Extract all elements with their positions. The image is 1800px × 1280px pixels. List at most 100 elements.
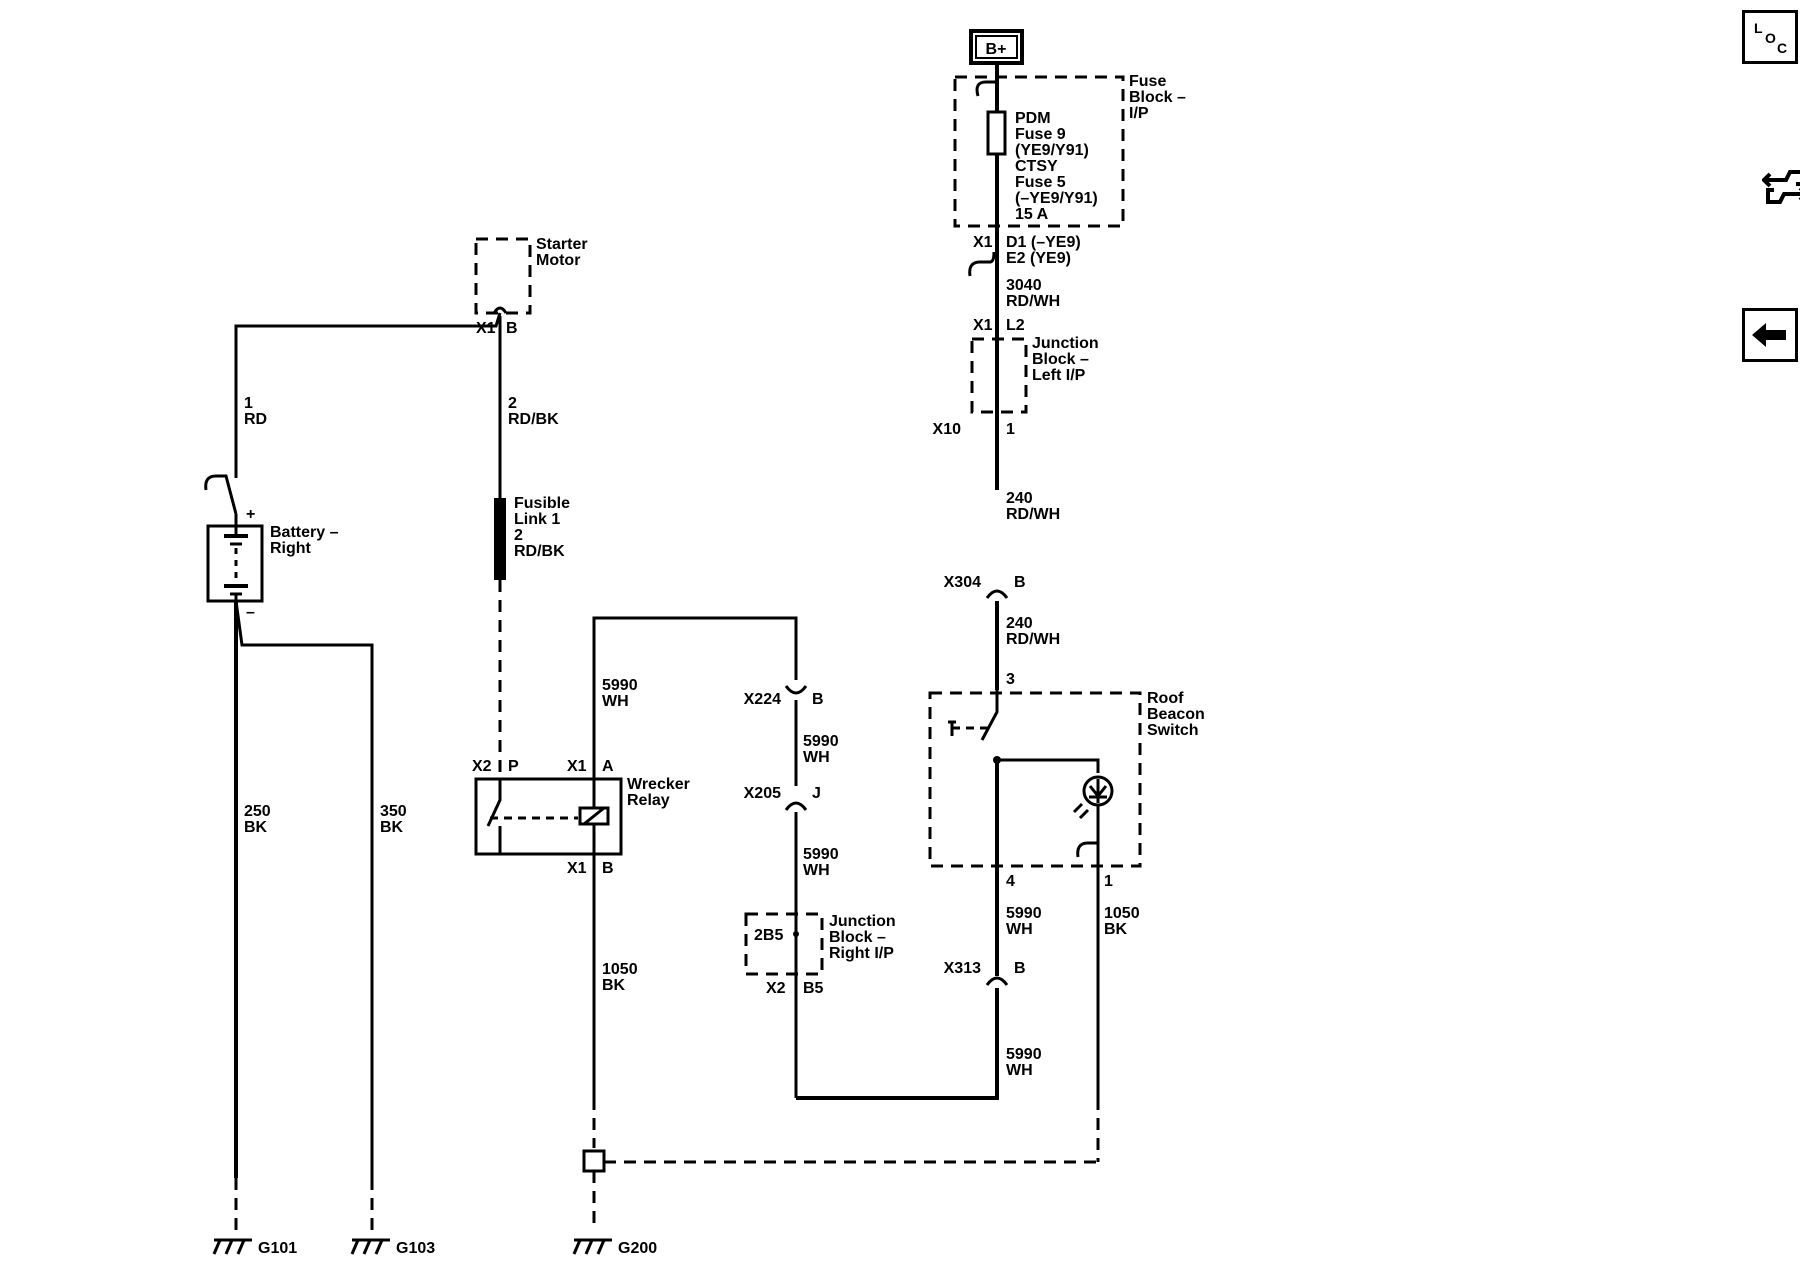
relay-conn-p: X2 — [472, 758, 492, 775]
x313-label: X313 — [944, 960, 981, 977]
wire-3040-num: 3040 — [1006, 277, 1042, 294]
fuse-block-pin-1: D1 (–YE9) — [1006, 234, 1081, 251]
battery-right: + – Battery – Right — [204, 474, 339, 621]
x304-pin: B — [1014, 574, 1026, 591]
x224-label: X224 — [744, 691, 781, 708]
wire-350-color: BK — [380, 819, 404, 836]
relay-name-2: Relay — [627, 792, 670, 809]
wire-5990b-color: WH — [803, 749, 830, 766]
starter-motor: Starter Motor X1 B — [474, 236, 588, 337]
location-icon: L O C — [1754, 20, 1787, 56]
starter-conn: X1 — [476, 320, 496, 337]
wire-1050a-num: 1050 — [602, 961, 638, 978]
starter-pin: B — [506, 320, 518, 337]
wire-5990c-num: 5990 — [803, 846, 839, 863]
wire-1050a-color: BK — [602, 977, 626, 994]
loc-letter-o: O — [1765, 30, 1776, 46]
wire-2rdbk-color: RD/BK — [508, 411, 559, 428]
connector-x224: X224 B — [744, 685, 824, 708]
fuse-block-pin-2: E2 (YE9) — [1006, 250, 1071, 267]
battery-name-2: Right — [270, 540, 312, 557]
wrecker-relay: X2 P X1 A Wrecker Relay X1 B — [472, 758, 690, 877]
connector-view-button[interactable] — [1761, 150, 1800, 224]
ground-g101-icon: G101 — [212, 1238, 297, 1257]
wire-5990a-color: WH — [602, 693, 629, 710]
fuse-label-7: 15 A — [1015, 206, 1049, 223]
fusible-name-4: RD/BK — [514, 543, 565, 560]
ground-g103-label: G103 — [396, 1240, 435, 1257]
wire-3040-color: RD/WH — [1006, 293, 1060, 310]
jb-left-pin-top: L2 — [1006, 317, 1025, 334]
jb-right-conn: X2 — [766, 980, 786, 997]
switch-pin-in: 3 — [1006, 671, 1015, 688]
fuse-block-connector: X1 — [973, 234, 993, 251]
jb-left-name-1: Junction — [1032, 335, 1099, 352]
fuse-block-name-3: I/P — [1129, 105, 1149, 122]
b-plus-label: B+ — [986, 41, 1007, 58]
x304-label: X304 — [944, 574, 981, 591]
x205-label: X205 — [744, 785, 781, 802]
junction-block-right-ip: 2B5 Junction Block – Right I/P X2 B5 — [744, 912, 896, 997]
switch-pin-lamp: 1 — [1104, 873, 1113, 890]
connector-x304: X304 B — [944, 574, 1026, 599]
battery-plus: + — [246, 506, 255, 523]
fuse-label-6: (–YE9/Y91) — [1015, 190, 1098, 207]
connector-x313: X313 B — [944, 960, 1026, 986]
wire-5990e-color: WH — [1006, 921, 1033, 938]
wire-1rd-color: RD — [244, 411, 267, 428]
wire-5990b-num: 5990 — [803, 733, 839, 750]
wire-5990a-num: 5990 — [602, 677, 638, 694]
switch-name-3: Switch — [1147, 722, 1199, 739]
switch-name-1: Roof — [1147, 690, 1184, 707]
relay-conn-a: X1 — [567, 758, 587, 775]
relay-conn-b: X1 — [567, 860, 587, 877]
loc-letter-l: L — [1754, 20, 1763, 36]
wire-240b-color: RD/WH — [1006, 631, 1060, 648]
jb-right-name-2: Block – — [829, 929, 886, 946]
wire-250-num: 250 — [244, 803, 271, 820]
jb-left-name-2: Block – — [1032, 351, 1089, 368]
battery-minus: – — [246, 604, 255, 621]
wire-240b-num: 240 — [1006, 615, 1033, 632]
starter-name-2: Motor — [536, 252, 580, 269]
ground-g200-label: G200 — [618, 1240, 657, 1257]
power-source-b-plus: B+ — [969, 29, 1024, 65]
wire-1rd-num: 1 — [244, 395, 253, 412]
fusible-name-3: 2 — [514, 527, 523, 544]
starter-name-1: Starter — [536, 236, 588, 253]
jb-left-conn-top: X1 — [973, 317, 993, 334]
loc-letter-c: C — [1777, 40, 1787, 56]
ground-g103-icon: G103 — [350, 1238, 435, 1257]
jb-right-name-3: Right I/P — [829, 945, 894, 962]
fuse-block-name-1: Fuse — [1129, 73, 1166, 90]
wire-5990d-num: 5990 — [1006, 1046, 1042, 1063]
jb-left-conn-bottom: X10 — [933, 421, 962, 438]
back-button[interactable] — [1742, 308, 1798, 362]
jb-right-pin: B5 — [803, 980, 824, 997]
relay-pin-p: P — [508, 758, 519, 775]
fuse-label-5: Fuse 5 — [1015, 174, 1066, 191]
wire-5990e-num: 5990 — [1006, 905, 1042, 922]
battery-name-1: Battery – — [270, 524, 339, 541]
jb-right-name-1: Junction — [829, 913, 896, 930]
fuse-label-2: Fuse 9 — [1015, 126, 1066, 143]
fuse-label-1: PDM — [1015, 110, 1051, 127]
wire-1050b-color: BK — [1104, 921, 1128, 938]
connector-icon — [1761, 170, 1800, 204]
fuse-block-name-2: Block – — [1129, 89, 1186, 106]
relay-pin-b: B — [602, 860, 614, 877]
ground-g200-icon: G200 — [572, 1238, 657, 1257]
wire-2rdbk-num: 2 — [508, 395, 517, 412]
x313-pin: B — [1014, 960, 1026, 977]
wire-5990c-color: WH — [803, 862, 830, 879]
fusible-name-2: Link 1 — [514, 511, 560, 528]
jb-left-pin-bottom: 1 — [1006, 421, 1015, 438]
wire-250-color: BK — [244, 819, 268, 836]
fuse-block-ip: Fuse Block – I/P PDM Fuse 9 (YE9/Y91) CT… — [953, 73, 1186, 228]
wire-240a-color: RD/WH — [1006, 506, 1060, 523]
switch-pin-out: 4 — [1006, 873, 1015, 890]
back-arrow-icon — [1752, 323, 1786, 347]
junction-block-left-ip: X1 L2 Junction Block – Left I/P X10 1 — [933, 317, 1099, 438]
location-button[interactable]: L O C — [1742, 10, 1798, 64]
